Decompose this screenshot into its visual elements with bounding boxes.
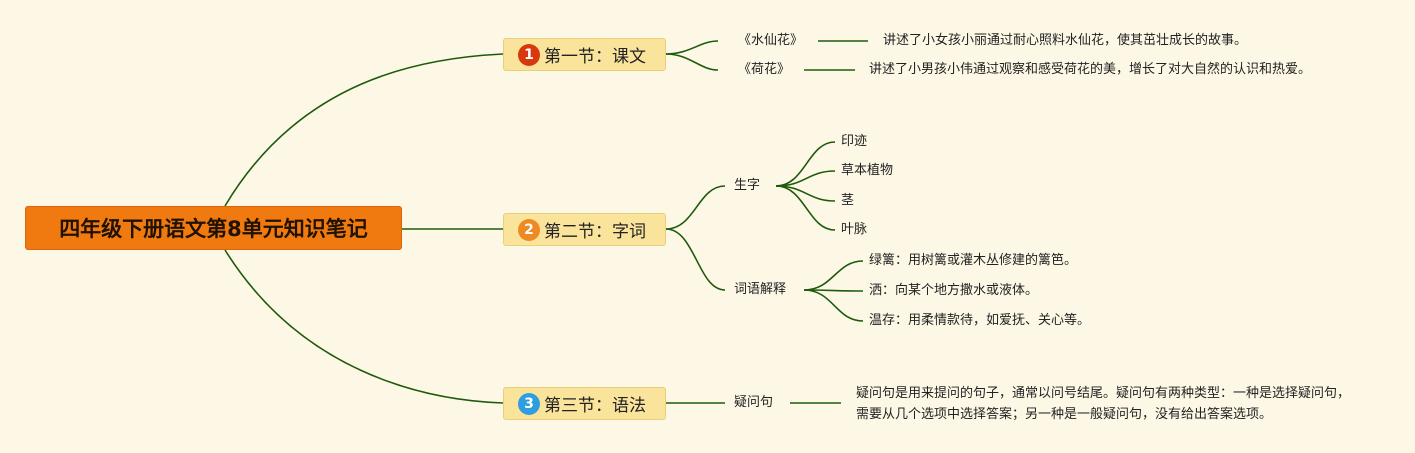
topic-hehua[interactable]: 《荷花》 bbox=[738, 62, 791, 77]
section-2-label: 第二节：字词 bbox=[544, 222, 646, 242]
section-1-label: 第一节：课文 bbox=[544, 47, 646, 67]
badge-3-icon: 3 bbox=[518, 392, 540, 415]
topic-shuixianhua[interactable]: 《水仙花》 bbox=[738, 33, 804, 48]
ciyu-item-sa[interactable]: 洒：向某个地方撒水或液体。 bbox=[869, 283, 1039, 298]
link-s1-hehua bbox=[665, 53, 719, 71]
link-shengzi-yinji bbox=[775, 141, 836, 187]
section-2-topic[interactable]: 2 第二节：字词 bbox=[503, 213, 666, 246]
detail-hehua[interactable]: 讲述了小男孩小伟通过观察和感受荷花的美，增长了对大自然的认识和热爱。 bbox=[869, 62, 1312, 77]
link-ciyu-lvli bbox=[803, 260, 864, 291]
topic-shengzi[interactable]: 生字 bbox=[734, 178, 761, 193]
link-root-section-1 bbox=[224, 53, 504, 207]
link-root-section-3 bbox=[224, 249, 504, 404]
link-s1-shuixianhua bbox=[665, 40, 719, 55]
link-s2-ciyu bbox=[665, 228, 726, 291]
detail-yiwenju[interactable]: 疑问句是用来提问的句子，通常以问号结尾。疑问句有两种类型：一种是选择疑问句，需要… bbox=[856, 386, 1351, 422]
topic-yiwenju[interactable]: 疑问句 bbox=[734, 395, 774, 410]
section-3-topic[interactable]: 3 第三节：语法 bbox=[503, 387, 666, 420]
detail-shuixianhua[interactable]: 讲述了小女孩小丽通过耐心照料水仙花，使其茁壮成长的故事。 bbox=[883, 33, 1248, 48]
badge-2-icon: 2 bbox=[518, 218, 540, 241]
shengzi-item-yinji[interactable]: 印迹 bbox=[841, 134, 868, 149]
root-topic[interactable]: 四年级下册语文第8单元知识笔记 bbox=[25, 206, 402, 250]
badge-1-icon: 1 bbox=[518, 43, 540, 66]
section-1-topic[interactable]: 1 第一节：课文 bbox=[503, 38, 666, 71]
link-s2-shengzi bbox=[665, 185, 726, 230]
shengzi-item-yemai[interactable]: 叶脉 bbox=[841, 222, 868, 237]
link-shengzi-yemai bbox=[775, 185, 836, 231]
link-ciyu-wencun bbox=[803, 289, 864, 322]
shengzi-item-caobenzhiwu[interactable]: 草本植物 bbox=[841, 163, 894, 178]
ciyu-item-lvli[interactable]: 绿篱：用树篱或灌木丛修建的篱笆。 bbox=[869, 253, 1078, 268]
topic-ciyujieshi[interactable]: 词语解释 bbox=[734, 282, 787, 297]
section-3-label: 第三节：语法 bbox=[544, 396, 646, 416]
shengzi-item-jing[interactable]: 茎 bbox=[841, 193, 855, 208]
ciyu-item-wencun[interactable]: 温存：用柔情款待，如爱抚、关心等。 bbox=[869, 313, 1091, 328]
